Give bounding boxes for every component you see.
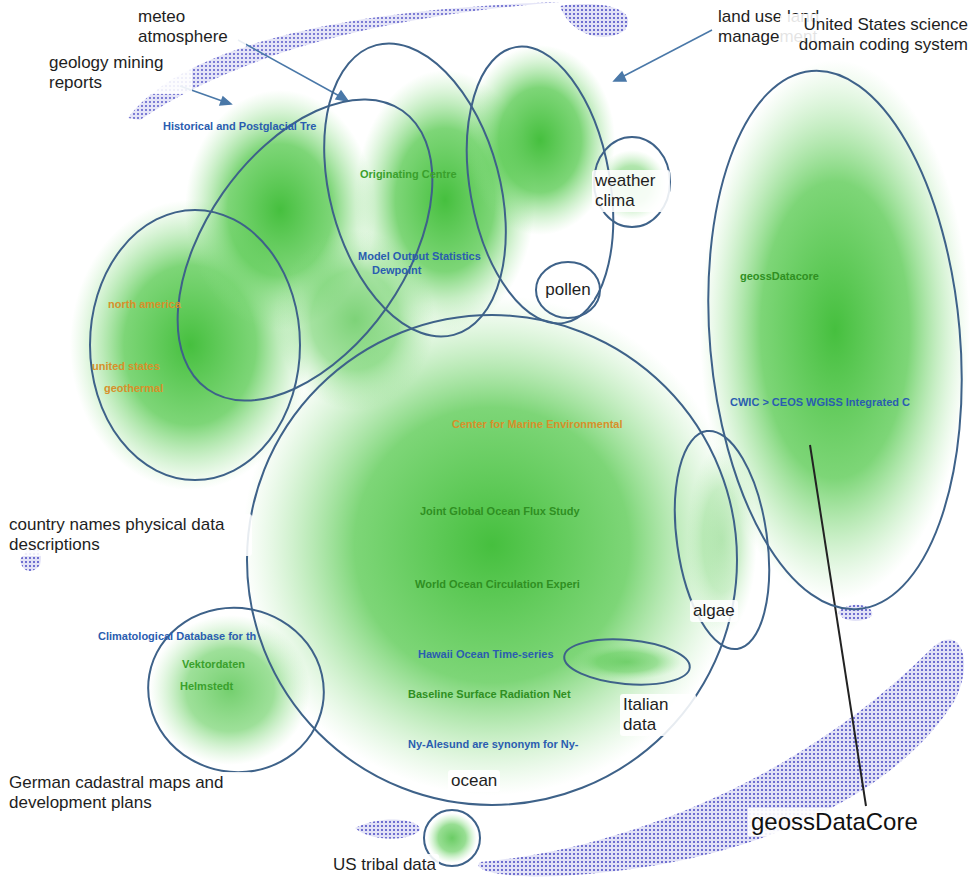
ellipse-outline — [148, 602, 324, 778]
graph-node-label: Vektordaten — [182, 658, 245, 671]
graph-node-label: Originating Centre — [360, 168, 457, 181]
cluster-outline: United States science domain coding syst… — [565, 70, 980, 610]
cluster-label: weather clima — [592, 170, 670, 212]
cluster-label: pollen — [542, 279, 593, 301]
cluster-label: algae — [690, 600, 738, 622]
cluster-outline: meteo atmosphere — [265, 40, 565, 340]
cluster-outline: pollen — [536, 258, 600, 322]
graph-node-label: Center for Marine Environmental — [452, 418, 623, 431]
cluster-outline: country names physical data descriptions — [60, 210, 330, 480]
graph-node-label: Joint Global Ocean Flux Study — [420, 505, 580, 518]
graph-node-label: united states — [92, 360, 160, 373]
graph-node-label: Model Output Statistics — [358, 250, 481, 263]
cluster-outline: German cadastral maps and development pl… — [148, 602, 324, 778]
cluster-label: Italian data — [620, 694, 696, 736]
cluster-outline: US tribal data — [424, 810, 480, 866]
graph-node-label: geothermal — [104, 382, 163, 395]
graph-node-label: Historical and Postglacial Tre — [163, 120, 316, 133]
cluster-label: US tribal data — [330, 854, 439, 876]
ellipse-outline — [60, 210, 330, 480]
graph-node-label: World Ocean Circulation Experi — [415, 578, 580, 591]
graph-node-label: north america — [108, 298, 181, 311]
cluster-label: country names physical data descriptions — [6, 514, 252, 556]
ellipse-outline — [265, 40, 565, 340]
cluster-outline: weather clima — [587, 137, 677, 227]
graph-node-label: Dewpoint — [372, 264, 422, 277]
graph-node-label: Helmstedt — [180, 680, 233, 693]
cluster-label: geology mining reports — [46, 52, 192, 94]
cluster-label: United States science domain coding syst… — [780, 14, 971, 56]
callout-label: geossDataCore — [748, 808, 921, 836]
graph-node-label: Baseline Surface Radiation Net — [408, 688, 571, 701]
cluster-label: German cadastral maps and development pl… — [6, 772, 252, 814]
cluster-outline: algae — [612, 430, 832, 650]
cluster-outline: Italian data — [564, 599, 690, 725]
graph-node-label: Ny-Alesund are synonym for Ny- — [408, 738, 579, 751]
ellipse-outline — [565, 70, 980, 610]
graph-node-label: Hawaii Ocean Time-series — [418, 648, 554, 661]
graph-node-label: geossDatacore — [740, 270, 819, 283]
cluster-label: meteo atmosphere — [135, 6, 246, 48]
graph-node-label: Climatological Database for th — [98, 630, 256, 643]
cluster-label: ocean — [448, 770, 500, 792]
graph-node-label: CWIC > CEOS WGISS Integrated C — [730, 396, 910, 409]
